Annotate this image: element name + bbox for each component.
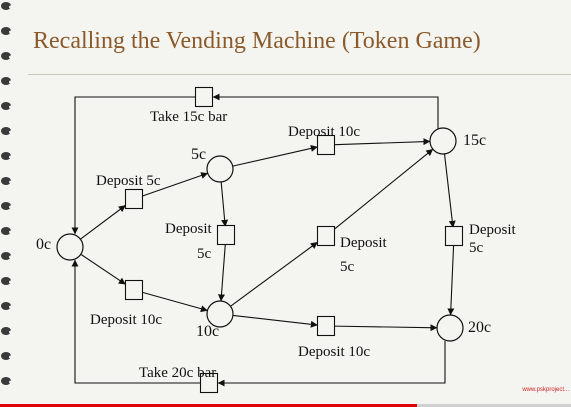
spiral-ring [1,202,11,210]
spiral-hole [9,5,13,9]
spiral-hole [9,355,13,359]
spiral-ring [1,177,11,185]
spiral-hole [9,230,13,234]
transition-t_0_10 [124,279,144,301]
transition-t_take15 [194,86,214,108]
spiral-ring [1,77,11,85]
place-p10 [206,300,234,328]
video-progress-bar[interactable] [0,404,571,407]
arc-t_10_15-to-p15 [334,148,434,230]
arc-p10-to-t_10_15 [230,241,318,307]
arc-t_0_5-to-p5 [142,172,209,197]
place-p0 [56,233,84,261]
arcs [71,93,456,387]
arc-p0-to-t_0_10 [80,253,126,285]
spiral-hole [9,155,13,159]
spiral-ring [1,52,11,60]
arc-t_take15-to-p0 [71,96,195,235]
place-p5 [206,155,234,183]
spiral-ring [1,2,11,10]
transition-label: Deposit [340,235,387,251]
place-p20 [436,314,464,342]
spiral-hole [9,180,13,184]
arc-t_5_10-to-p10 [217,243,226,302]
spiral-hole [9,80,13,84]
spiral-ring [1,102,11,110]
video-progress-fill [0,404,417,407]
transition-t_5_15 [316,134,336,156]
spiral-hole [9,380,13,384]
spiral-ring [1,377,11,385]
place-label: 15c [463,132,486,149]
arc-p15-to-t_15_20 [443,153,456,228]
binder-spiral [1,2,13,385]
arc-t_15_20-to-p20 [447,244,455,316]
title-divider [28,74,571,75]
arc-t_10_20-to-p20 [334,324,438,332]
transition-label: 5c [340,259,355,275]
place-label: 0c [36,236,51,253]
spiral-ring [1,302,11,310]
arc-p5-to-t_5_10 [220,181,229,227]
spiral-hole [9,55,13,59]
spiral-hole [9,305,13,309]
spiral-ring [1,327,11,335]
transition-label: 5c [197,246,212,262]
place-label: 20c [468,319,491,336]
transition-t_10_15 [316,225,336,247]
transition-t_take20 [199,372,219,394]
arc-t_0_10-to-p10 [142,291,208,313]
transition-label: 5c [469,240,484,256]
transition-t_0_5 [124,188,144,210]
nodes [56,86,464,394]
spiral-ring [1,127,11,135]
transition-label: Deposit [469,222,516,238]
spiral-ring [1,352,11,360]
arc-p0-to-t_0_5 [80,204,126,240]
spiral-hole [9,255,13,259]
spiral-hole [9,130,13,134]
spiral-ring [1,27,11,35]
spiral-hole [9,30,13,34]
place-label: 5c [191,146,206,163]
spiral-hole [9,205,13,209]
transition-t_5_10 [216,224,236,246]
place-p15 [429,127,457,155]
arc-p5-to-t_5_15 [232,144,318,167]
transition-t_15_20 [444,225,464,247]
spiral-ring [1,252,11,260]
arc-p15-to-t_take15 [212,93,439,129]
spiral-hole [9,105,13,109]
spiral-ring [1,152,11,160]
arc-t_5_15-to-p15 [334,138,431,146]
transition-label: Deposit 5c [96,173,161,189]
spiral-hole [9,330,13,334]
arc-t_take20-to-p0 [71,259,200,384]
arc-p20-to-t_take20 [217,341,446,387]
transition-label: Deposit 10c [90,312,162,328]
transition-label: Take 15c bar [150,109,227,125]
place-label: 10c [196,323,219,340]
transition-label: Deposit [165,221,212,237]
transition-t_10_20 [316,315,336,337]
transition-label: Deposit 10c [288,124,360,140]
transition-label: Deposit 10c [298,344,370,360]
spiral-ring [1,227,11,235]
spiral-ring [1,277,11,285]
watermark: www.pskproject... [522,387,569,393]
transition-label: Take 20c bar [139,365,216,381]
arc-p10-to-t_10_20 [232,314,318,328]
slide-title: Recalling the Vending Machine (Token Gam… [33,28,481,54]
spiral-hole [9,280,13,284]
